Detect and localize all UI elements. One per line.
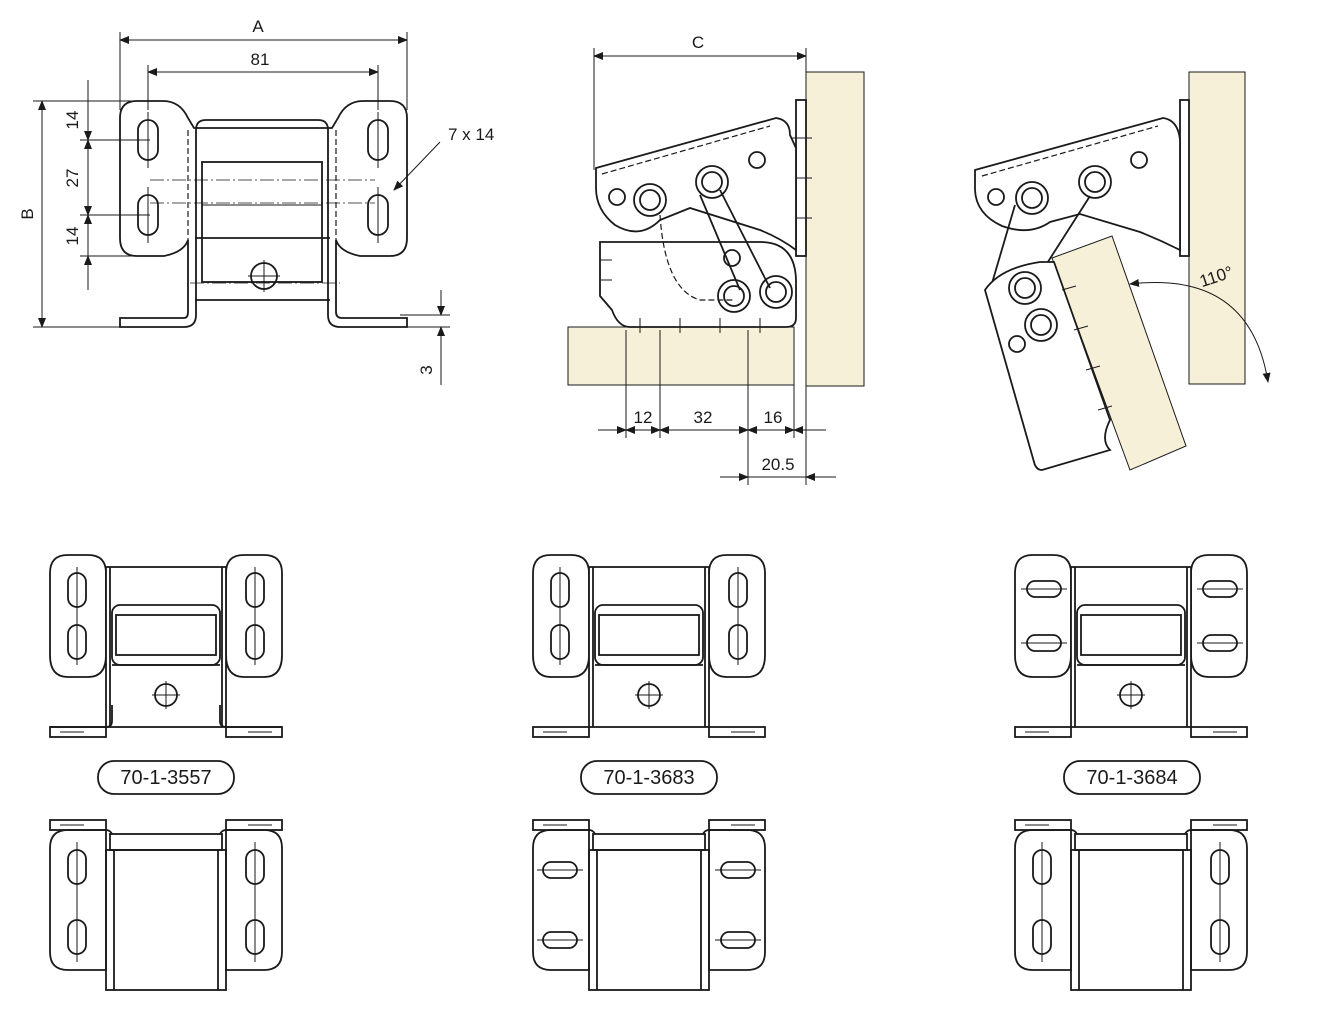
dim-27-label: 27	[63, 169, 82, 188]
variant-3684-top	[1014, 554, 1248, 738]
dim-a-label: A	[252, 17, 264, 36]
door-panel-open	[1051, 235, 1187, 471]
dim-32-label: 32	[694, 408, 713, 427]
front-view	[33, 32, 450, 385]
dim-14-bottom-label: 14	[63, 227, 82, 246]
dim-c-label: C	[692, 33, 704, 52]
dim-14-top-label: 14	[63, 111, 82, 130]
side-view-open	[974, 71, 1271, 471]
dim-b-label: B	[18, 208, 37, 219]
dim-16-label: 16	[764, 408, 783, 427]
part-number-3684: 70-1-3684	[1086, 767, 1177, 789]
part-badge-2	[580, 760, 718, 795]
part-number-3683: 70-1-3683	[603, 767, 694, 789]
variant-3683-top	[532, 554, 766, 738]
dim-7x14-label: 7 x 14	[448, 125, 494, 144]
dim-81-label: 81	[251, 50, 270, 69]
variant-3557-bottom	[49, 819, 283, 991]
part-badge-3	[1063, 760, 1201, 795]
dim-3-label: 3	[417, 365, 436, 374]
part-badge-1	[97, 760, 235, 795]
cabinet-side-panel-open	[1188, 71, 1246, 385]
variant-3684-bottom	[1014, 819, 1248, 991]
dim-20-5-label: 20.5	[761, 455, 794, 474]
side-view-closed	[567, 48, 865, 485]
cabinet-side-panel	[805, 71, 865, 387]
variant-3683-bottom	[532, 819, 766, 991]
variant-3557-top	[49, 554, 283, 738]
part-number-3557: 70-1-3557	[120, 767, 211, 789]
dim-12-label: 12	[634, 408, 653, 427]
door-panel	[567, 326, 795, 386]
